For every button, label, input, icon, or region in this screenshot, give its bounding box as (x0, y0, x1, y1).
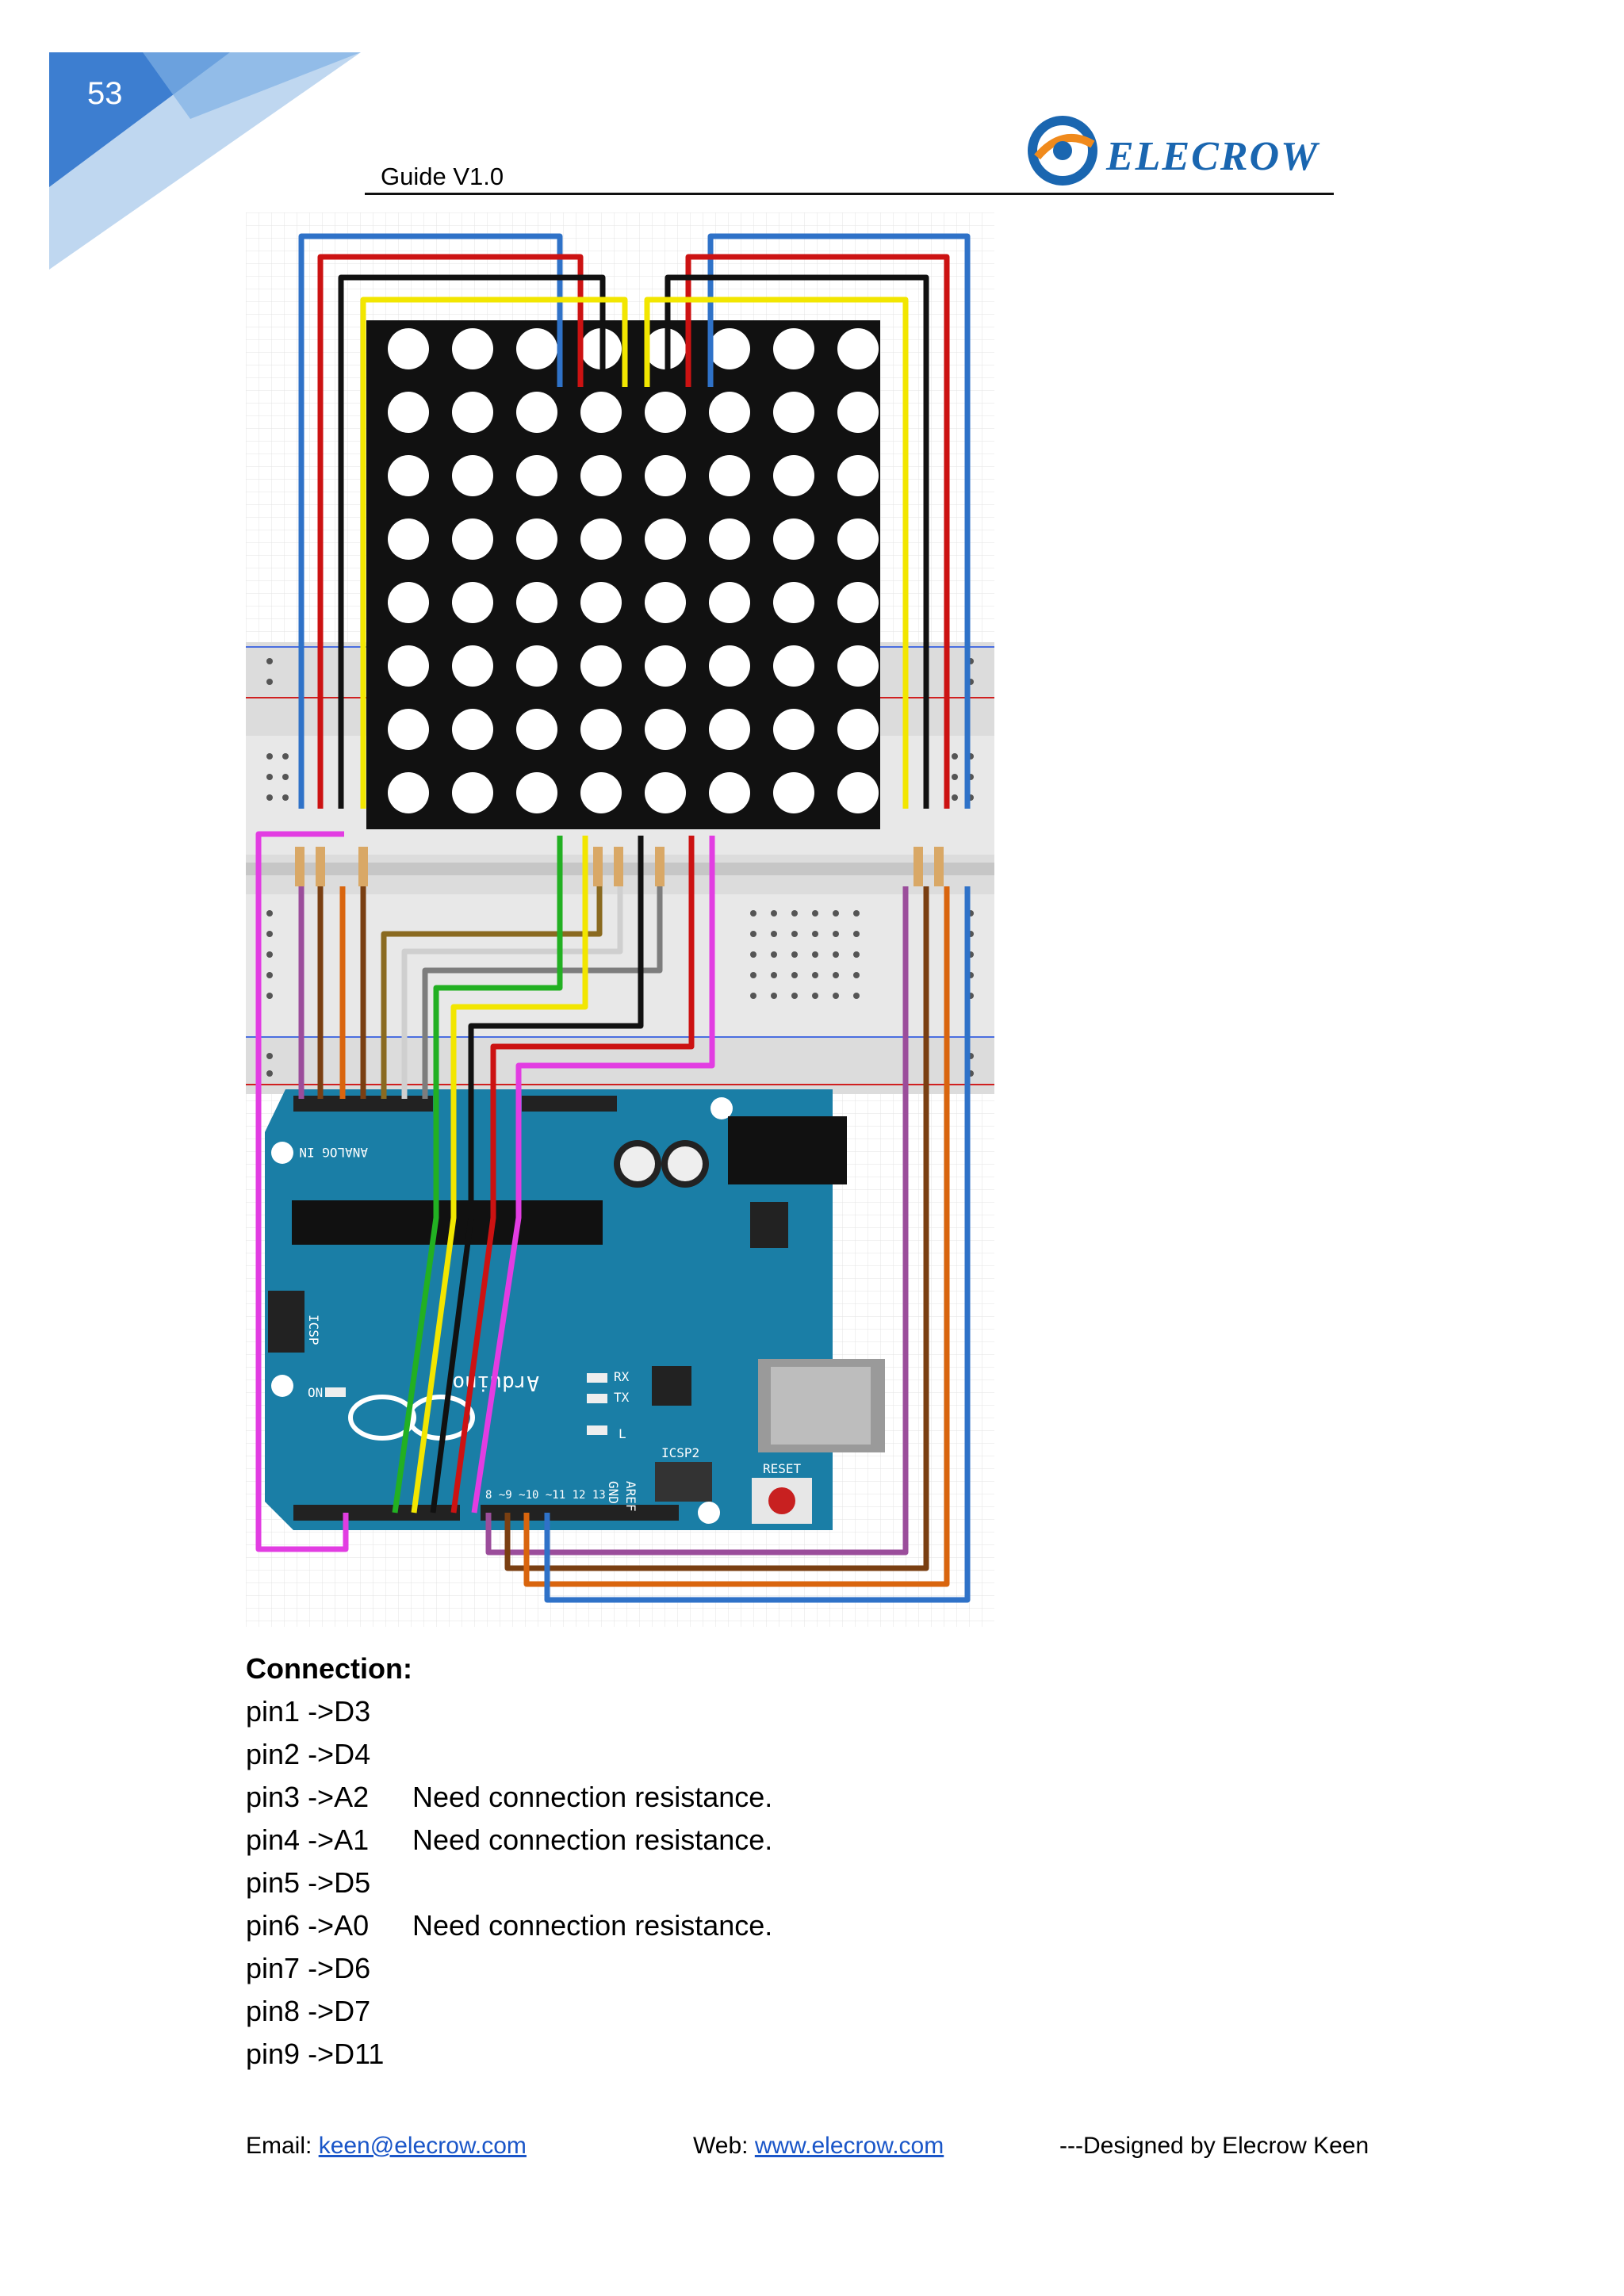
aref-label: AREF (623, 1481, 638, 1512)
resistors (295, 847, 944, 886)
guide-label: Guide V1.0 (381, 163, 504, 190)
analog-in-label: ANALOG IN (299, 1145, 368, 1160)
tx-label: TX (614, 1390, 630, 1405)
connection-note-pin6: Need connection resistance. (412, 1909, 773, 1942)
page-number: 53 (87, 76, 123, 111)
digital-pins-label: 8 ~9 ~10 ~11 12 13 (485, 1489, 606, 1502)
designer-name: Elecrow Keen (1222, 2133, 1369, 2159)
web-link[interactable]: www.elecrow.com (754, 2133, 944, 2159)
connection-heading: Connection: (246, 1652, 412, 1685)
connection-pin8: pin8 ->D7 (246, 1995, 371, 2027)
icsp2-label: ICSP2 (661, 1445, 699, 1460)
connection-pin5: pin5 ->D5 (246, 1866, 371, 1899)
gnd-label: GND (606, 1481, 621, 1504)
arduino-board: ANALOG IN Arduino RX TX ON ICSP ICSP2 RE… (265, 1089, 885, 1530)
connection-note-pin3: Need connection resistance. (412, 1781, 773, 1813)
led-matrix (366, 320, 880, 829)
elecrow-logo (1028, 116, 1097, 186)
connection-pin4: pin4 ->A1 (246, 1823, 370, 1856)
connection-pin1: pin1 ->D3 (246, 1695, 371, 1728)
header-rule (365, 193, 1334, 195)
reset-label: RESET (763, 1461, 802, 1476)
rx-label: RX (614, 1369, 630, 1384)
email-label: Email: (246, 2133, 319, 2159)
wires (255, 233, 971, 1603)
footer-web: Web: www.elecrow.com (693, 2133, 944, 2160)
l-led-label: L (619, 1426, 626, 1441)
designed-prefix: ---Designed by (1059, 2133, 1223, 2159)
connection-pin6: pin6 ->A0 (246, 1909, 370, 1942)
footer-email: Email: keen@elecrow.com (246, 2133, 527, 2160)
connection-pin9: pin9 ->D11 (246, 2038, 385, 2070)
connection-pin2: pin2 ->D4 (246, 1738, 371, 1770)
web-label: Web: (693, 2133, 755, 2159)
icsp-label: ICSP (306, 1314, 321, 1345)
connection-pin7: pin7 ->D6 (246, 1952, 371, 1984)
on-label: ON (308, 1385, 323, 1400)
brand-logo-text: ELECROW (1106, 134, 1320, 179)
corner-decoration (49, 52, 361, 270)
footer-designed-by: ---Designed by Elecrow Keen (1059, 2133, 1369, 2160)
connection-note-pin4: Need connection resistance. (412, 1823, 773, 1856)
connection-pin3: pin3 ->A2 (246, 1781, 370, 1813)
email-link[interactable]: keen@elecrow.com (318, 2133, 527, 2159)
wiring-diagram: ANALOG IN Arduino RX TX ON ICSP ICSP2 RE… (246, 212, 994, 1627)
